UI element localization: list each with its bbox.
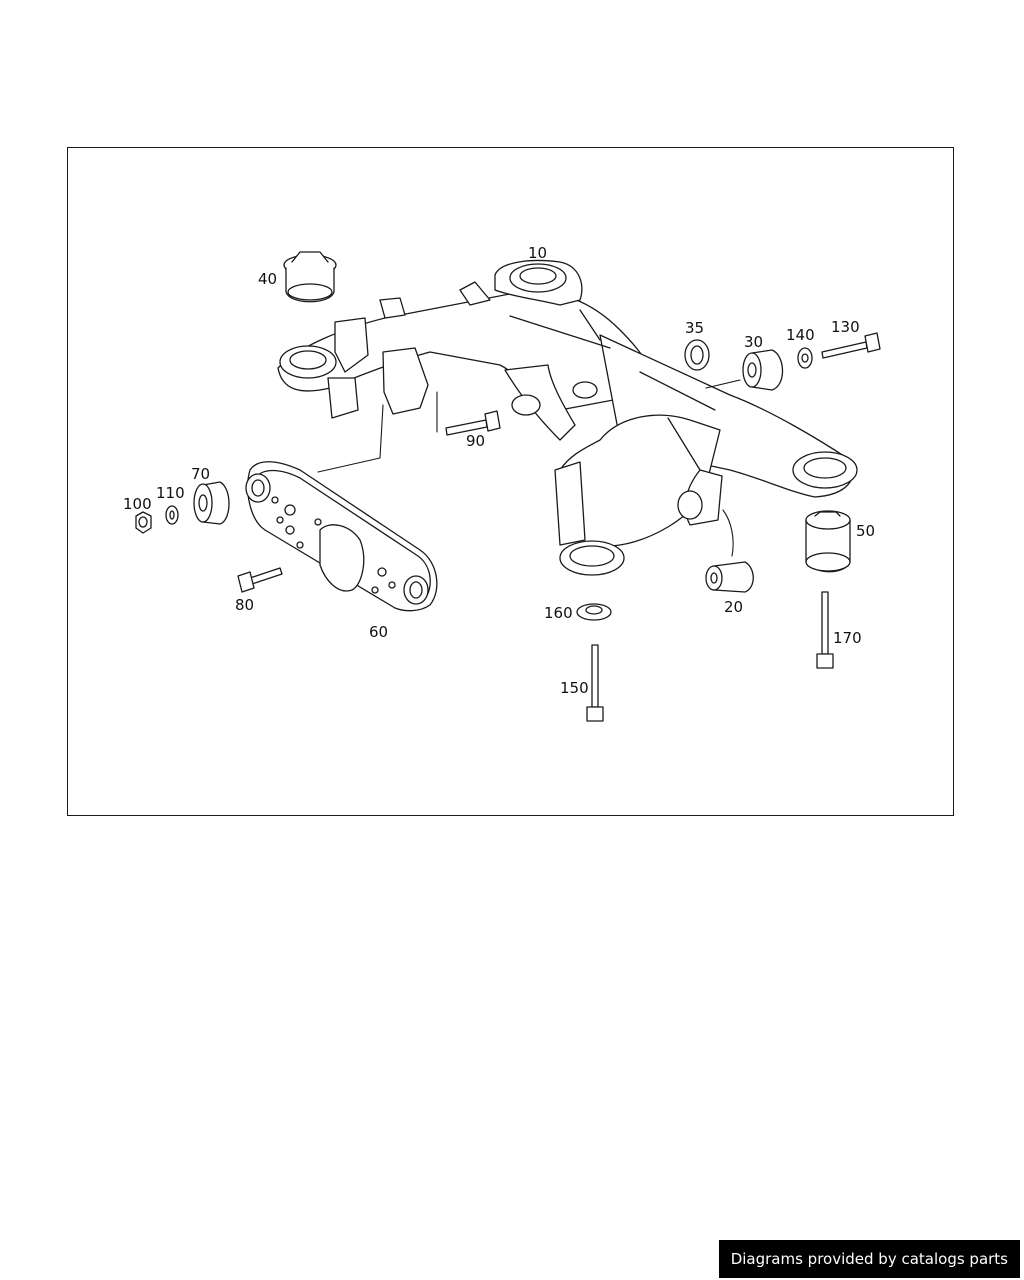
callout-170: 170 [833, 629, 862, 647]
ring-35 [684, 339, 710, 371]
callout-90: 90 [466, 432, 485, 450]
callout-30: 30 [744, 333, 763, 351]
bolt-90 [445, 410, 501, 436]
axle-carrier [277, 259, 858, 576]
mount-50 [805, 510, 851, 573]
callout-70: 70 [191, 465, 210, 483]
callout-80: 80 [235, 596, 254, 614]
bush-30 [742, 349, 784, 391]
part-callouts: 10 20 30 35 40 50 60 70 80 90 100 110 13… [123, 244, 875, 697]
callout-130: 130 [831, 318, 860, 336]
washer-140 [797, 347, 813, 369]
callout-40: 40 [258, 270, 277, 288]
bolt-150 [586, 644, 604, 722]
callout-10: 10 [528, 244, 547, 262]
callout-100: 100 [123, 495, 152, 513]
leader-lines [317, 379, 741, 557]
bolt-170 [816, 591, 834, 669]
mount-40 [283, 251, 337, 303]
nut-100 [135, 511, 152, 534]
callout-150: 150 [560, 679, 589, 697]
bush-70 [193, 481, 230, 525]
callout-35: 35 [685, 319, 704, 337]
callout-160: 160 [544, 604, 573, 622]
callout-50: 50 [856, 522, 875, 540]
bolt-130 [821, 332, 881, 359]
diagram-frame [67, 147, 954, 816]
callout-60: 60 [369, 623, 388, 641]
plate-60 [245, 461, 438, 612]
callout-20: 20 [724, 598, 743, 616]
bolt-80 [237, 567, 283, 593]
bush-20 [705, 561, 754, 593]
callout-140: 140 [786, 326, 815, 344]
washer-110 [165, 505, 179, 525]
footer-credit-banner: Diagrams provided by catalogs parts [718, 1240, 1020, 1278]
callout-110: 110 [156, 484, 185, 502]
washer-160 [576, 603, 612, 621]
